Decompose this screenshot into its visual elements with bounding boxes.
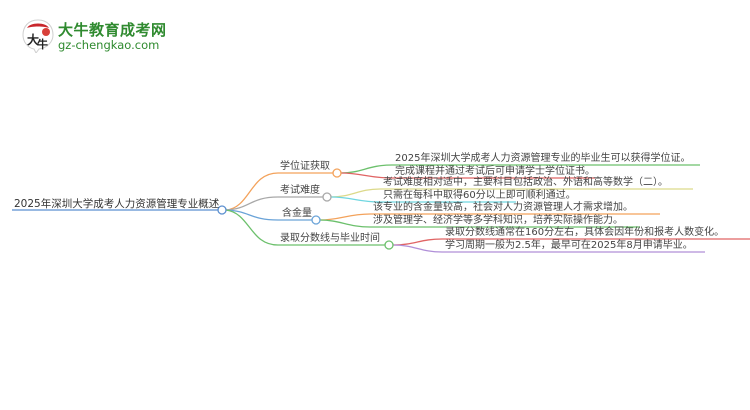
leaf-node[interactable]: 录取分数线通常在160分左右，具体会因年份和报考人数变化。 <box>445 227 725 238</box>
branch-node-admission[interactable]: 录取分数线与毕业时间 <box>280 233 380 244</box>
branch-1-node-toggle[interactable] <box>332 168 342 178</box>
branch-node-difficulty[interactable]: 考试难度 <box>280 185 320 196</box>
branch-node-value[interactable]: 含金量 <box>282 208 312 219</box>
connector-branch-1 <box>225 172 333 211</box>
connector-branch-4 <box>225 209 385 246</box>
branch-node-degree[interactable]: 学位证获取 <box>280 161 330 172</box>
branch-4-node-toggle[interactable] <box>384 240 394 250</box>
logo-title: 大牛教育成考网 <box>58 21 167 39</box>
leaf-node[interactable]: 学习周期一般为2.5年，最早可在2025年8月申请毕业。 <box>445 240 693 251</box>
leaf-node[interactable]: 涉及管理学、经济学等多学科知识，培养实际操作能力。 <box>373 215 623 226</box>
leaf-node[interactable]: 2025年深圳大学成考人力资源管理专业的毕业生可以获得学位证。 <box>395 153 691 164</box>
svg-text:牛: 牛 <box>37 37 48 51</box>
logo-badge-icon: 大 牛 <box>22 19 54 53</box>
leaf-node[interactable]: 考试难度相对适中，主要科目包括政治、外语和高等数学（二）。 <box>383 177 668 188</box>
site-logo[interactable]: 大 牛 大牛教育成考网 gz-chengkao.com <box>20 17 180 57</box>
connector-branch-3 <box>225 209 312 221</box>
leaf-node[interactable]: 完成课程并通过考试后可申请学士学位证书。 <box>395 166 595 177</box>
connector-branch-2 <box>225 196 323 211</box>
root-node-toggle[interactable] <box>217 205 227 215</box>
leaf-node[interactable]: 该专业的含金量较高，社会对人力资源管理人才需求增加。 <box>373 202 633 213</box>
logo-url: gz-chengkao.com <box>58 38 160 52</box>
branch-2-node-toggle[interactable] <box>322 192 332 202</box>
leaf-node[interactable]: 只需在每科中取得60分以上即可顺利通过。 <box>383 190 576 201</box>
svg-text:大: 大 <box>27 32 39 47</box>
branch-3-node-toggle[interactable] <box>311 215 321 225</box>
root-node-label[interactable]: 2025年深圳大学成考人力资源管理专业概述 <box>14 198 220 210</box>
